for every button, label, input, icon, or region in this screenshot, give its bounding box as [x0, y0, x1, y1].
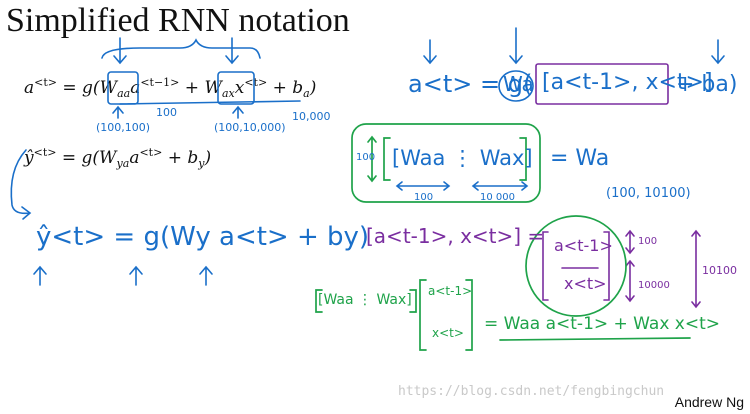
eq2-close: )	[204, 148, 212, 168]
eq1-close: )	[309, 78, 317, 98]
arrow-down-a-icon	[423, 39, 437, 65]
circle-vector	[525, 215, 627, 317]
eq2-lhs-sup: <t>	[33, 146, 57, 159]
width-100-label: 100	[414, 192, 434, 203]
eq2-lhs: ŷ	[24, 148, 34, 168]
stacked-eq-wa: = Wa	[550, 146, 610, 171]
vector-10000-label: 10000	[638, 280, 670, 291]
product-vector-x: x<t>	[432, 326, 464, 340]
eq1-lhs-sup: <t>	[34, 76, 57, 89]
stack-height-label: 100	[356, 152, 376, 163]
arrow-up-y-icon	[33, 265, 47, 286]
concat-definition: [a<t-1>, x<t>] =	[366, 224, 545, 248]
eq1-w1-sub: aa	[117, 87, 131, 100]
eq1-plus1: +	[179, 78, 205, 98]
wa-dims-label: (100, 10100)	[606, 186, 691, 201]
box-waa	[107, 71, 139, 105]
vector-100-label: 100	[638, 236, 658, 247]
vector-a-entry: a<t-1>	[554, 236, 613, 255]
eq1-b-sub: a	[303, 87, 310, 100]
width-10000-label: 10 000	[480, 192, 515, 203]
brace-icon	[101, 38, 261, 59]
eq1-aprev: a	[130, 78, 141, 98]
eq2-a: a	[129, 148, 140, 168]
eq2-b: b	[187, 148, 199, 168]
eq1-w2-sub: ax	[221, 87, 235, 100]
eq2-a-sup: <t>	[139, 146, 163, 159]
rewritten-hidden-lhs: a<t> = g(	[408, 70, 533, 98]
arrow-down-waa-icon	[113, 37, 127, 65]
eq1-prefix: = g(	[57, 78, 100, 98]
box-concat	[535, 63, 669, 105]
eq1-b: b	[292, 78, 304, 98]
rewritten-wa: Wa	[503, 72, 534, 96]
box-stacked-w	[351, 123, 541, 203]
vector-10100-label: 10100	[702, 264, 737, 277]
slide-title: Simplified RNN notation	[6, 2, 350, 39]
eq1-x: x	[234, 78, 245, 98]
eq1-aprev-sup: <t−1>	[140, 76, 180, 89]
arrow-down-ba-icon	[711, 39, 725, 65]
arrow-up-waa-icon	[112, 105, 124, 119]
product-matrix: [Waa ⋮ Wax]	[318, 292, 412, 308]
dim-10000-label: 10,000	[292, 110, 331, 123]
rnn-output-equation: ŷ<t> = g(Wyaa<t> + by)	[24, 146, 211, 170]
stacked-w-matrix: [Waa ⋮ Wax]	[392, 146, 533, 170]
product-result: = Waa a<t-1> + Wax x<t>	[484, 314, 720, 334]
dim-wax-label: (100,10,000)	[214, 121, 286, 134]
arrow-up-by-icon	[199, 265, 213, 286]
arrow-up-wax-icon	[232, 105, 244, 119]
rnn-hidden-equation: a<t> = g(Waaa<t−1> + Waxx<t> + ba)	[24, 76, 316, 100]
watermark-url: https://blog.csdn.net/fengbingchun	[398, 384, 665, 399]
eq1-lhs: a	[24, 78, 35, 98]
rewritten-ba: + ba)	[676, 72, 738, 97]
rewritten-concat: [a<t-1>, x<t>]	[542, 70, 713, 95]
circle-wa	[498, 70, 534, 102]
dim-waa-label: (100,100)	[96, 121, 151, 134]
eq1-plus2: +	[267, 78, 293, 98]
dim-100-label: 100	[156, 106, 177, 119]
box-wax	[217, 71, 255, 105]
eq2-plus: +	[162, 148, 188, 168]
curved-arrow-icon	[10, 149, 32, 220]
arrow-down-wa-icon	[509, 27, 523, 65]
eq1-x-sup: <t>	[244, 76, 268, 89]
vector-x-entry: x<t>	[564, 274, 607, 293]
product-vector-a: a<t-1>	[428, 284, 473, 298]
arrow-down-wax-icon	[225, 37, 239, 65]
arrow-up-wy-icon	[129, 265, 143, 286]
eq2-w-sub: ya	[116, 157, 130, 170]
author-credit: Andrew Ng	[674, 394, 744, 410]
eq2-prefix: = g(	[56, 148, 100, 168]
rewritten-output-equation: ŷ<t> = g(Wy a<t> + by)	[36, 222, 370, 252]
eq2-b-sub: y	[198, 157, 205, 170]
eq2-w: W	[99, 148, 117, 168]
